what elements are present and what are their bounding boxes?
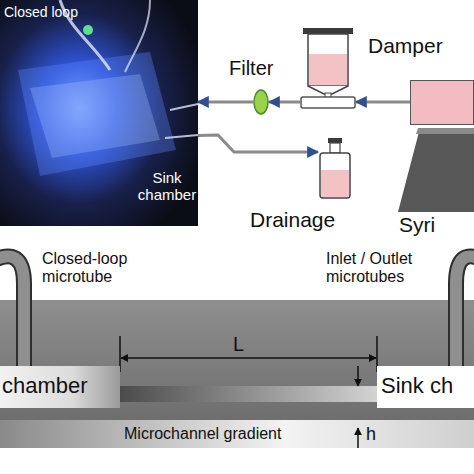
damper-reservoir: Damper xyxy=(300,28,356,110)
dimension-line xyxy=(120,336,377,448)
tube-connector xyxy=(269,100,300,103)
node-label: Drainage xyxy=(250,208,335,231)
photo-panel: Closed loopSink chamber xyxy=(0,0,198,226)
microchannel xyxy=(118,386,379,402)
node-shape xyxy=(253,89,269,115)
node-label: Syri xyxy=(399,213,435,236)
drainage-bottle: Drainage xyxy=(318,138,352,200)
node-shape xyxy=(318,138,352,200)
node-label: Closed loop xyxy=(4,5,78,20)
syringe-pump: Syri xyxy=(410,80,474,125)
gradient-strip xyxy=(0,420,474,448)
annotation: L xyxy=(233,333,244,355)
pump-plate xyxy=(416,128,474,134)
chip-body xyxy=(0,300,474,420)
tube-connector xyxy=(198,135,318,152)
annotation: Inlet / Outlet microtubes xyxy=(326,250,441,285)
tube-connector xyxy=(356,100,410,103)
sink-chamber: Sink ch xyxy=(377,366,474,408)
node-label: Filter xyxy=(229,57,273,79)
node-label: Sink ch xyxy=(381,374,453,398)
tube-connector xyxy=(198,100,253,103)
annotation: Closed-loop microtube xyxy=(42,250,154,285)
node-label: Sink chamber xyxy=(134,170,200,203)
node-label: chamber xyxy=(2,374,88,398)
source-chamber: chamber xyxy=(0,366,120,408)
annotation: Microchannel gradient xyxy=(124,425,281,443)
filter: Filter xyxy=(253,89,269,115)
pump-base xyxy=(398,128,474,212)
node-label: Damper xyxy=(368,34,443,57)
node-shape xyxy=(300,28,356,110)
annotation: h xyxy=(366,425,376,445)
